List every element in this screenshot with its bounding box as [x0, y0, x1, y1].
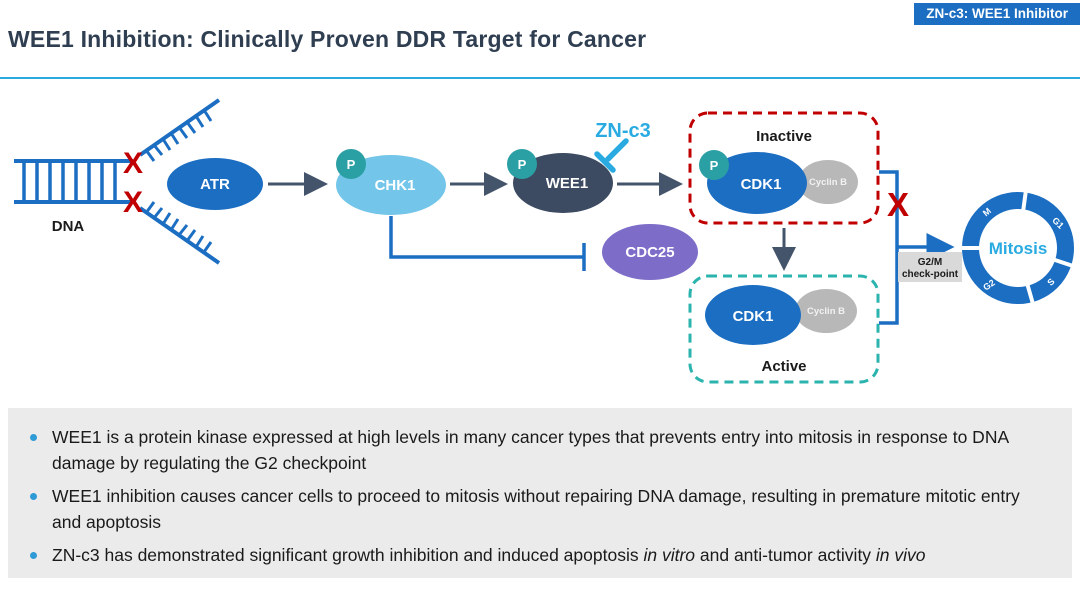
wee1-node: WEE1 P [507, 149, 613, 213]
cdc25-node: CDC25 [602, 224, 698, 280]
phospho-label: P [710, 158, 719, 173]
bullet-text: WEE1 inhibition causes cancer cells to p… [52, 485, 1020, 532]
bullet-text-italic: in vivo [875, 544, 926, 565]
atr-label: ATR [200, 176, 230, 193]
mitosis-block-x-icon: X [887, 186, 909, 223]
list-item: ZN-c3 has demonstrated significant growt… [30, 543, 1052, 569]
bullet-icon [30, 434, 37, 441]
dna-graphic [14, 98, 221, 265]
chk1-label: CHK1 [375, 177, 416, 194]
phospho-label: P [347, 157, 356, 172]
inhibition-chk1-cdc25 [389, 216, 586, 271]
cyclin-b-node [798, 160, 858, 204]
checkpoint-label-box: G2/M check-point [898, 252, 962, 282]
inhibition-tbar-icon [594, 138, 629, 173]
cell-cycle-ring: M G1 S G2 Mitosis [960, 189, 1074, 305]
dna-damage-x-icon: X [123, 186, 143, 219]
summary-panel: WEE1 is a protein kinase expressed at hi… [8, 408, 1072, 578]
bullet-text-part: and anti-tumor activity [695, 544, 876, 565]
bullet-icon [30, 492, 37, 500]
cdk1-label: CDK1 [741, 176, 782, 193]
ring-phase-gaps [960, 189, 1074, 305]
cdk1-node [707, 152, 807, 214]
atr-node: ATR [167, 158, 263, 210]
bullet-text-italic: in vitro [643, 544, 696, 565]
cdk1-node [705, 285, 801, 345]
title-divider [0, 77, 1080, 79]
cyclin-b-label: Cyclin B [807, 306, 845, 317]
phospho-circle [699, 150, 729, 180]
active-label: Active [761, 358, 806, 375]
pathway-diagram: X X DNA ATR CHK1 P WEE1 P ZN-c3 [14, 98, 1074, 384]
inactive-complex-box: Inactive Cyclin B CDK1 P [688, 111, 880, 225]
dna-damage-x-icon: X [123, 147, 143, 180]
inactive-label: Inactive [756, 128, 812, 145]
checkpoint-connector [879, 170, 955, 325]
bullet-text: WEE1 is a protein kinase expressed at hi… [52, 427, 1009, 473]
page-title: WEE1 Inhibition: Clinically Proven DDR T… [8, 26, 647, 52]
bullet-text: ZN-c3 has demonstrated significant growt… [52, 543, 926, 569]
phase-s-label: S [1045, 276, 1056, 287]
active-complex-box: Cyclin B CDK1 Active [688, 274, 880, 384]
cyclin-b-node [795, 289, 857, 333]
checkpoint-line1: G2/M [918, 257, 942, 268]
list-item: WEE1 inhibition causes cancer cells to p… [30, 484, 1052, 536]
checkpoint-line2: check-point [902, 269, 959, 280]
zn-c3-label: ZN-c3 [595, 120, 651, 142]
cyclin-b-label: Cyclin B [809, 177, 847, 188]
chk1-node: CHK1 P [336, 149, 446, 215]
bullet-list: WEE1 is a protein kinase expressed at hi… [30, 425, 1052, 568]
bullet-icon [30, 551, 37, 559]
bullet-text-part: ZN-c3 has demonstrated significant growt… [52, 544, 644, 565]
phospho-circle [336, 149, 366, 179]
cdc25-label: CDC25 [625, 244, 674, 261]
zn-c3-inhibitor: ZN-c3 [594, 120, 651, 173]
mitosis-label: Mitosis [989, 239, 1048, 258]
wee1-label: WEE1 [546, 175, 589, 192]
cdk1-label: CDK1 [733, 308, 774, 325]
phospho-label: P [518, 157, 527, 172]
phospho-circle [507, 149, 537, 179]
dna-label: DNA [52, 218, 85, 235]
zn-c3-badge: ZN-c3: WEE1 Inhibitor [914, 3, 1080, 25]
list-item: WEE1 is a protein kinase expressed at hi… [30, 425, 1052, 477]
